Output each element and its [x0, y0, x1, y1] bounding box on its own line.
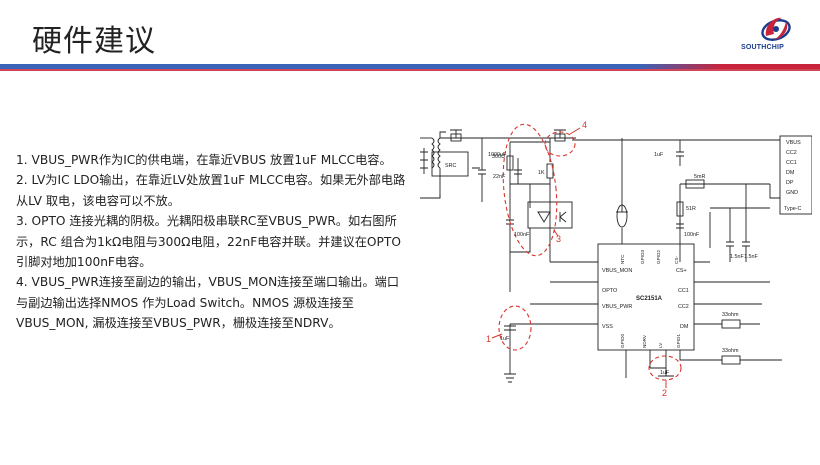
paragraph-4: 4. VBUS_PWR连接至副边的输出，VBUS_MON连接至端口输出。端口与副…	[16, 275, 400, 331]
opto-cap-label: 100nF	[514, 232, 530, 238]
pin-vbus-pwr: VBUS_PWR	[602, 304, 632, 310]
c100nf-label: 100nF	[684, 232, 700, 238]
annotation-3: 3	[556, 234, 561, 244]
r33-a-label: 33ohm	[722, 312, 739, 318]
pin-vbus-mon: VBUS_MON	[602, 268, 632, 274]
pin-lv: LV	[658, 342, 663, 348]
header-band-red	[0, 69, 820, 71]
pin-gpio1: GPIO1	[676, 334, 681, 348]
pin-vss: VSS	[602, 324, 613, 330]
annotation-1: 1	[486, 334, 491, 344]
pin-ntc: NTC	[620, 254, 625, 264]
r51-label: 51R	[686, 206, 696, 212]
src-label: SRC	[445, 163, 456, 169]
r1k-label: 1K	[538, 170, 545, 176]
paragraph-2: 2. LV为IC LDO输出，在靠近LV处放置1uF MLCC电容。如果无外部电…	[16, 173, 406, 208]
southchip-logo	[761, 17, 791, 41]
pin-cc1: CC1	[678, 288, 689, 294]
pin-ndrv: NDRV	[642, 334, 647, 348]
paragraph-1: 1. VBUS_PWR作为IC的供电端，在靠近VBUS 放置1uF MLCC电容…	[16, 153, 392, 167]
c1uf-top-label: 1uF	[654, 152, 664, 158]
pin-cs-plus: CS+	[676, 268, 687, 274]
connector-label: Type-C	[784, 206, 801, 212]
r33-b-label: 33ohm	[722, 348, 739, 354]
schematic-diagram: SRC 1000uF 300Ω 22nF 1K 100nF 1uF 5mR 51…	[420, 120, 812, 398]
conn-pin-dp: DP	[786, 180, 794, 186]
c15n-a-label: 1.5nF	[730, 254, 744, 260]
conn-pin-cc2: CC2	[786, 150, 797, 156]
paragraph-3: 3. OPTO 连接光耦的阴极。光耦阳极串联RC至VBUS_PWR。如右图所示，…	[16, 214, 401, 270]
conn-pin-cc1: CC1	[786, 160, 797, 166]
conn-pin-vbus: VBUS	[786, 140, 801, 146]
logo-text: SOUTHCHIP	[741, 44, 785, 51]
conn-pin-dm: DM	[786, 170, 795, 176]
conn-pin-gnd: GND	[786, 190, 798, 196]
recommendation-text: 1. VBUS_PWR作为IC的供电端，在靠近VBUS 放置1uF MLCC电容…	[16, 150, 408, 334]
annotation-4: 4	[582, 120, 587, 130]
page-title: 硬件建议	[32, 24, 156, 59]
r5m-label: 5mR	[694, 174, 705, 180]
c15n-b-label: 1.5nF	[744, 254, 758, 260]
header-band-blue	[0, 64, 820, 69]
pin-gpio2: GPIO2	[656, 250, 661, 264]
pin-cs-minus: CS-	[674, 256, 679, 264]
pin-cc2: CC2	[678, 304, 689, 310]
annotation-2: 2	[662, 388, 667, 398]
pin-gpio3: GPIO3	[640, 250, 645, 264]
pin-dm: DM	[680, 324, 689, 330]
r300-label: 300Ω	[492, 154, 505, 160]
c1uf-vbus-label: 1uF	[500, 336, 510, 342]
chip-name: SC2151A	[636, 296, 663, 302]
sc2151a-chip	[597, 243, 695, 351]
type-c-connector	[779, 135, 812, 215]
pin-gpio0: GPIO0	[620, 334, 625, 348]
pin-opto: OPTO	[602, 288, 617, 294]
c22nf-label: 22nF	[493, 174, 506, 180]
cap-1000uf-label: 1000uF	[488, 152, 507, 158]
src-block	[431, 151, 469, 177]
c1uf-lv-label: 1uF	[660, 370, 670, 376]
